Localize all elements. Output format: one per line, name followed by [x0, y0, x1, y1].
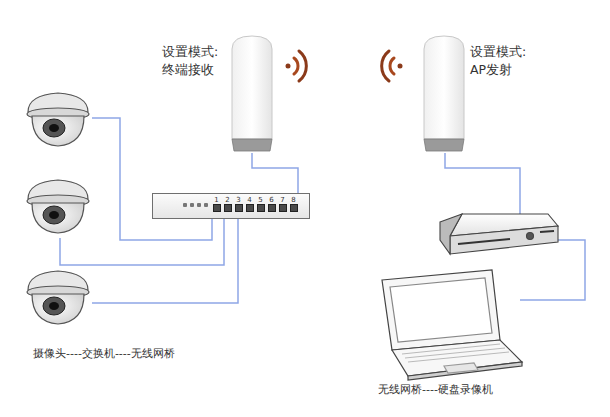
port: 7	[277, 196, 288, 212]
port-number: 4	[247, 196, 251, 204]
led	[197, 203, 201, 207]
port-socket	[257, 204, 265, 212]
wireless-bridge: 设置模式: AP发射	[420, 35, 468, 153]
port: 1	[211, 196, 222, 212]
mode-label: 设置模式: 终端接收	[162, 43, 222, 79]
port-socket	[246, 204, 254, 212]
port: 4	[244, 196, 255, 212]
dvr-recorder	[440, 214, 558, 254]
port-number: 8	[291, 196, 295, 204]
port: 5	[255, 196, 266, 212]
laptop	[382, 270, 522, 380]
network-cable	[252, 153, 298, 193]
mode-label: 设置模式: AP发射	[470, 43, 530, 79]
port-number: 3	[236, 196, 240, 204]
led	[183, 203, 187, 207]
port: 3	[233, 196, 244, 212]
caption-label: 摄像头----交换机----无线网桥	[33, 346, 175, 361]
network-switch: 12345678	[152, 193, 310, 219]
bridge-body	[228, 35, 276, 153]
wireless-bridge: 设置模式: 终端接收	[228, 35, 276, 153]
led	[204, 203, 208, 207]
port-socket	[235, 204, 243, 212]
port-row: 12345678	[211, 196, 299, 212]
port: 2	[222, 196, 233, 212]
bridge-body	[420, 35, 468, 153]
led	[190, 203, 194, 207]
port-number: 6	[269, 196, 273, 204]
port-socket	[224, 204, 232, 212]
port-socket	[290, 204, 298, 212]
port-number: 7	[280, 196, 284, 204]
port-socket	[279, 204, 287, 212]
port: 8	[288, 196, 299, 212]
port-number: 5	[258, 196, 262, 204]
status-leds	[183, 203, 208, 207]
port-socket	[213, 204, 221, 212]
wifi-signal	[286, 51, 403, 81]
port-number: 1	[214, 196, 218, 204]
port-socket	[268, 204, 276, 212]
port-number: 2	[225, 196, 229, 204]
caption-label: 无线网桥----硬盘录像机	[378, 382, 493, 397]
port: 6	[266, 196, 277, 212]
camera-cable	[60, 118, 585, 303]
dome-camera	[27, 93, 89, 324]
